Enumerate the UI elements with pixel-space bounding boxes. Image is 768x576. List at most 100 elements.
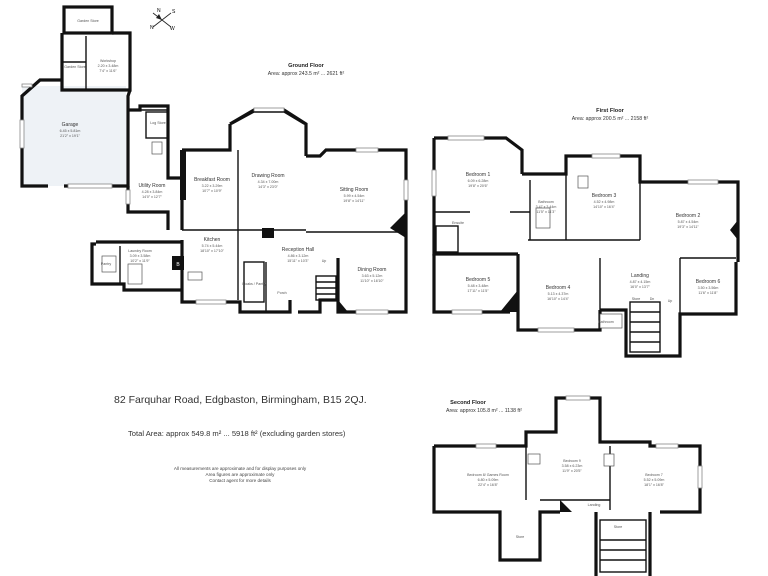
- second-floor-plan: [432, 395, 703, 576]
- landing1-dim1: 4.87 x 4.15m: [630, 280, 651, 284]
- bathroom1-dim1: 3.47 x 3.44m: [536, 205, 557, 209]
- compass-south: S: [172, 9, 176, 15]
- sitting-dim1: 5.99 x 4.54m: [344, 194, 365, 198]
- landing2-label: Landing: [588, 503, 601, 507]
- dining-dim1: 3.63 x 5.12m: [362, 274, 383, 278]
- down-label-first: Dn: [650, 297, 655, 301]
- bed7-dim1: 5.52 x 5.09m: [644, 478, 665, 482]
- log-store-label: Log Store: [150, 121, 166, 125]
- reception-dim1: 4.86 x 3.12m: [288, 254, 309, 258]
- bed4-label: Bedroom 4: [546, 285, 571, 291]
- garage-dim2: 21'2" x 19'1": [60, 134, 80, 138]
- laundry-dim2: 10'2" x 11'9": [130, 259, 150, 263]
- bed2-label: Bedroom 2: [676, 213, 701, 219]
- store3-label: Store: [614, 525, 623, 529]
- bed8-dim1: 6.80 x 5.09m: [478, 478, 499, 482]
- property-address: 82 Farquhar Road, Edgbaston, Birmingham,…: [114, 394, 367, 406]
- bed3-dim1: 4.52 x 4.98m: [594, 200, 615, 204]
- laundry-label: Laundry Room: [128, 249, 152, 253]
- garden-store-side-label: Garden Store: [64, 65, 86, 69]
- total-area: Total Area: approx 549.8 m² ... 5918 ft²…: [128, 429, 346, 438]
- bed6-dim2: 11'6" x 11'8": [698, 291, 718, 295]
- dining-dim2: 11'10" x 16'10": [360, 279, 384, 283]
- disclaimer-line-2: Area figures are approximate only: [205, 472, 275, 477]
- bed6-dim1: 3.50 x 3.56m: [698, 286, 719, 290]
- breakfast-label: Breakfast Room: [194, 177, 230, 183]
- first-floor-area: Area: approx 200.5 m² ... 2158 ft²: [572, 116, 649, 122]
- bathroom2-label: Bathroom: [598, 320, 614, 324]
- garage-floor: [22, 86, 126, 186]
- cloaks-label: Cloaks / Pantry: [242, 282, 267, 286]
- bed5-dim2: 17'11" x 11'5": [467, 289, 489, 293]
- garden-store-top-label: Garden Store: [77, 19, 99, 23]
- drawing-dim1: 4.34 x 7.00m: [258, 180, 279, 184]
- laundry-dim1: 3.09 x 3.58m: [130, 254, 151, 258]
- workshop-dim1: 2.20 x 3.48m: [98, 64, 119, 68]
- garage-label: Garage: [62, 122, 79, 128]
- ground-floor-title: Ground Floor: [288, 63, 325, 69]
- kitchen-label: Kitchen: [204, 237, 221, 243]
- compass-north: N: [157, 8, 161, 14]
- bed2-dim2: 19'3" x 14'11": [677, 225, 699, 229]
- disclaimer-line-3: Contact agent for more details: [209, 478, 271, 483]
- second-floor-area: Area: approx 105.8 m² ... 1138 ft²: [446, 408, 522, 414]
- workshop-dim2: 7'4" x 11'6": [99, 69, 117, 73]
- up-label-ground: Up: [322, 259, 327, 263]
- reception-dim2: 15'11" x 10'3": [287, 259, 309, 263]
- up-label-first: Up: [668, 299, 673, 303]
- bed6-label: Bedroom 6: [696, 279, 721, 285]
- utility-dim2: 14'0" x 12'7": [142, 195, 162, 199]
- store1-label: Store: [632, 297, 641, 301]
- compass-west: W: [170, 26, 175, 32]
- drawing-dim2: 14'3" x 23'0": [258, 185, 278, 189]
- ground-floor-labels: Ground Floor Area: approx 243.5 m² ... 2…: [60, 19, 387, 295]
- bed8-label: Bedroom 8/ Games Room: [467, 473, 509, 477]
- second-floor-labels: Second Floor Area: approx 105.8 m² ... 1…: [446, 400, 665, 539]
- second-floor-title: Second Floor: [450, 400, 487, 406]
- bed3-label: Bedroom 3: [592, 193, 617, 199]
- bed1-label: Bedroom 1: [466, 172, 491, 178]
- disclaimer-line-1: All measurements are approximate and for…: [173, 466, 307, 471]
- bed9-label: Bedroom 9: [563, 459, 581, 463]
- bed7-dim2: 18'1" x 16'8": [644, 483, 664, 487]
- bed1-dim1: 6.09 x 6.28m: [468, 179, 489, 183]
- first-floor-title: First Floor: [596, 108, 624, 114]
- utility-label: Utility Room: [139, 183, 166, 189]
- kitchen-dim2: 18'10" x 17'10": [200, 249, 224, 253]
- bed4-dim2: 16'10" x 14'4": [547, 297, 569, 301]
- bed9-dim2: 11'9" x 20'5": [562, 469, 582, 473]
- bed4-dim1: 5.13 x 4.37m: [548, 292, 569, 296]
- bathroom1-dim2: 11'5" x 11'3": [536, 210, 556, 214]
- bathroom1-label: Bathroom: [538, 200, 554, 204]
- bed2-dim1: 5.87 x 4.54m: [678, 220, 699, 224]
- drawing-label: Drawing Room: [251, 173, 284, 179]
- store2-label: Store: [516, 535, 525, 539]
- ground-floor-plan: [19, 5, 409, 315]
- breakfast-dim1: 3.22 x 3.29m: [202, 184, 223, 188]
- compass-rose: N S N W: [150, 8, 176, 32]
- sitting-label: Sitting Room: [340, 187, 369, 193]
- ensuite-label: Ensuite: [452, 221, 464, 225]
- bed7-label: Bedroom 7: [645, 473, 663, 477]
- bed5-label: Bedroom 5: [466, 277, 491, 283]
- compass-west-label: N: [150, 25, 154, 31]
- bed3-dim2: 14'10" x 16'4": [593, 205, 615, 209]
- first-floor-plan: [431, 135, 740, 358]
- ground-floor-area: Area: approx 243.5 m² ... 2621 ft²: [268, 71, 345, 77]
- kitchen-dim1: 5.74 x 5.44m: [202, 244, 223, 248]
- utility-dim1: 4.28 x 3.84m: [142, 190, 163, 194]
- bed8-dim2: 22'4" x 16'8": [478, 483, 498, 487]
- bed1-dim2: 19'8" x 20'6": [468, 184, 488, 188]
- workshop-label: Workshop: [100, 59, 116, 63]
- pantry-label: Pantry: [101, 262, 112, 266]
- sitting-dim2: 19'8" x 14'11": [343, 199, 365, 203]
- first-floor-labels: First Floor Area: approx 200.5 m² ... 21…: [452, 108, 720, 324]
- landing1-label: Landing: [631, 273, 649, 279]
- boiler-label: B: [176, 262, 180, 268]
- breakfast-dim2: 10'7" x 10'9": [202, 189, 222, 193]
- garage-dim1: 6.45 x 5.81m: [60, 129, 81, 133]
- porch-label: Porch: [277, 291, 286, 295]
- bed5-dim1: 5.48 x 3.48m: [468, 284, 489, 288]
- landing1-dim2: 16'0" x 13'7": [630, 285, 650, 289]
